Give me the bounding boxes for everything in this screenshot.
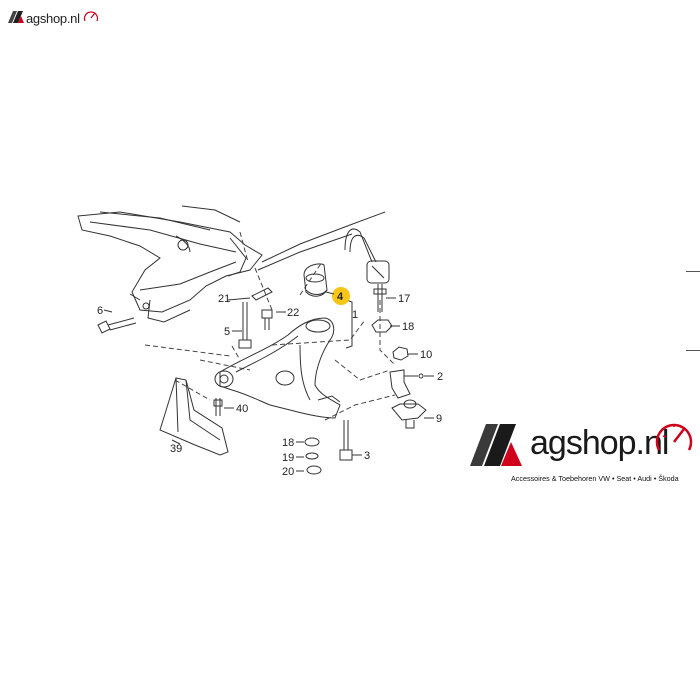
callout-17[interactable]: 17 <box>398 293 410 305</box>
speedometer-icon <box>83 11 99 22</box>
bolt-part-40 <box>213 398 223 416</box>
control-arm <box>214 317 341 419</box>
bolt-part-5 <box>238 302 252 349</box>
callout-19[interactable]: 19 <box>282 452 294 464</box>
group-bracket <box>345 299 353 349</box>
plate-part-21 <box>251 287 273 301</box>
callout-20[interactable]: 20 <box>282 466 294 478</box>
anti-roll-bar <box>344 228 373 263</box>
bolt-part-3 <box>339 420 353 461</box>
callout-22[interactable]: 22 <box>287 307 299 319</box>
callout-3[interactable]: 3 <box>364 450 370 462</box>
callout-21[interactable]: 21 <box>218 293 230 305</box>
crossmember-line <box>261 211 386 263</box>
callout-6[interactable]: 6 <box>97 305 103 317</box>
logo-mark-icon <box>470 424 522 466</box>
cover-plate-part-39 <box>159 377 229 456</box>
bushing-part-4 <box>303 263 328 297</box>
roll-bar-bush <box>366 260 390 284</box>
edge-tick-mark <box>686 350 700 351</box>
bolt-part-22 <box>261 309 273 330</box>
logo-mark-icon <box>8 11 24 23</box>
callout-2[interactable]: 2 <box>437 371 443 383</box>
speedometer-icon <box>655 423 693 451</box>
subframe-drawing <box>77 205 263 323</box>
highlight-marker[interactable] <box>332 287 350 305</box>
callout-4[interactable]: 4 <box>337 291 344 303</box>
callout-40[interactable]: 40 <box>236 403 248 415</box>
brand-logo[interactable]: agshop.nl Accessoires & Toebehoren VW • … <box>468 418 698 488</box>
edge-tick-mark <box>686 271 700 272</box>
header-logo[interactable]: agshop.nl <box>6 8 102 30</box>
callout-39[interactable]: 39 <box>170 443 182 455</box>
callout-5[interactable]: 5 <box>224 326 230 338</box>
brand-logo-text: agshop.nl <box>530 424 669 462</box>
bolt-part-6 <box>97 317 137 334</box>
callout-9[interactable]: 9 <box>436 413 442 425</box>
ball-joint-part-9 <box>391 399 427 429</box>
callout-10[interactable]: 10 <box>420 349 432 361</box>
callout-18-right[interactable]: 18 <box>402 321 414 333</box>
callout-18-bottom[interactable]: 18 <box>282 437 294 449</box>
header-logo-text: agshop.nl <box>26 11 80 26</box>
brand-tagline: Accessoires & Toebehoren VW • Seat • Aud… <box>511 474 679 483</box>
callout-1[interactable]: 1 <box>352 309 358 321</box>
